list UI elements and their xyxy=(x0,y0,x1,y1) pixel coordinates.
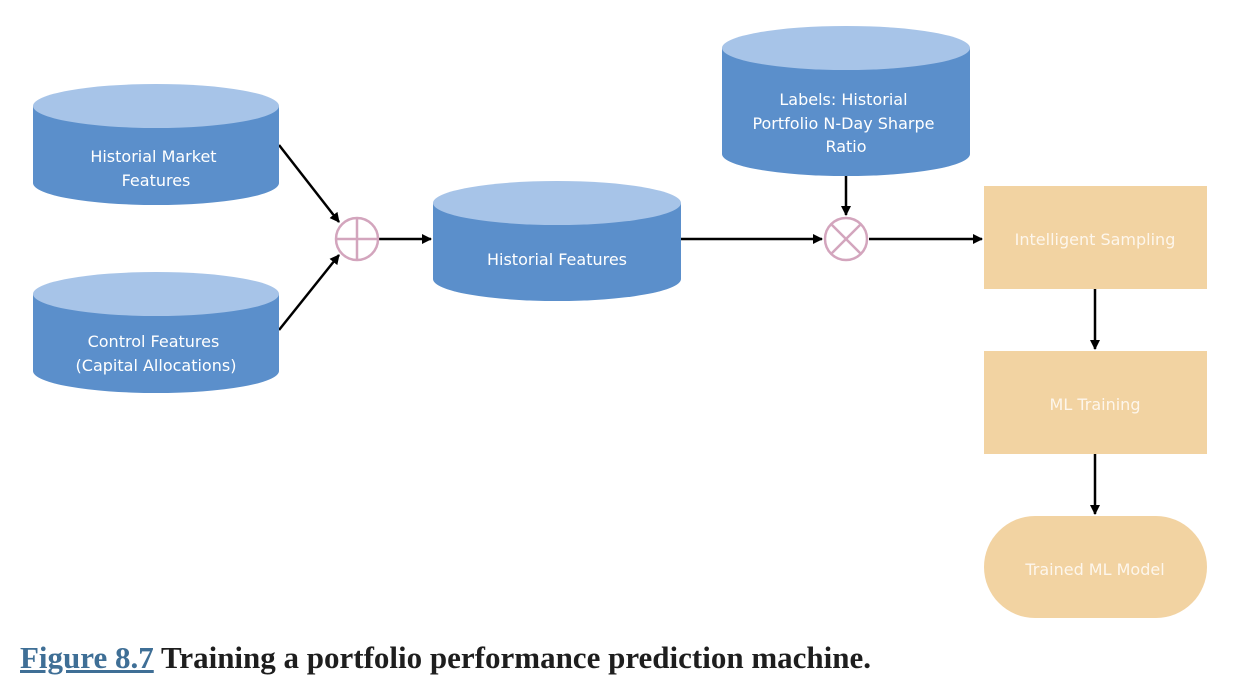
label-control-line2: (Capital Allocations) xyxy=(76,356,237,375)
label-trained-ml-model: Trained ML Model xyxy=(1024,560,1164,579)
label-control-line1: Control Features xyxy=(88,332,220,351)
join-operator-icon xyxy=(823,216,869,262)
svg-text:Control Features (Capita: Control Features (Capital Allocations) xyxy=(76,332,237,375)
label-market-line2: Features xyxy=(122,171,191,190)
label-ml-training: ML Training xyxy=(1050,395,1141,414)
edge-market-to-combine xyxy=(278,144,340,223)
caption-text: Training a portfolio performance predict… xyxy=(153,640,872,675)
box-intelligent-sampling: Intelligent Sampling xyxy=(984,186,1207,289)
figure-reference-link[interactable]: Figure 8.7 xyxy=(20,640,154,675)
label-market-line1: Historial Market xyxy=(90,147,216,166)
edges xyxy=(278,144,1100,515)
terminal-trained-ml-model: Trained ML Model xyxy=(984,516,1207,618)
label-labels-line1: Labels: Historial xyxy=(779,90,907,109)
svg-text:Historial Market Feature: Historial Market Features xyxy=(90,147,221,190)
cylinder-historical-features: Historial Features xyxy=(433,181,681,301)
cylinder-labels: Labels: Historial Portfolio N-Day Sharpe… xyxy=(722,26,970,176)
edge-control-to-combine xyxy=(278,254,340,331)
label-labels-line3: Ratio xyxy=(825,137,866,156)
label-labels-line2: Portfolio N-Day Sharpe xyxy=(752,114,934,133)
figure-caption: Figure 8.7 Training a portfolio performa… xyxy=(20,640,871,676)
diagram: Historial Market Features Control Featur… xyxy=(33,26,1207,618)
cylinder-control-features: Control Features (Capital Allocations) xyxy=(33,272,279,393)
cylinder-historical-market-features: Historial Market Features xyxy=(33,84,279,205)
svg-text:Historial Features: Historial Features xyxy=(487,250,627,269)
svg-text:Labels: Historial Portfo: Labels: Historial Portfolio N-Day Sharpe… xyxy=(752,90,939,156)
box-ml-training: ML Training xyxy=(984,351,1207,454)
label-intelligent-sampling: Intelligent Sampling xyxy=(1015,230,1176,249)
label-historical-features: Historial Features xyxy=(487,250,627,269)
combine-operator-icon xyxy=(334,216,380,262)
